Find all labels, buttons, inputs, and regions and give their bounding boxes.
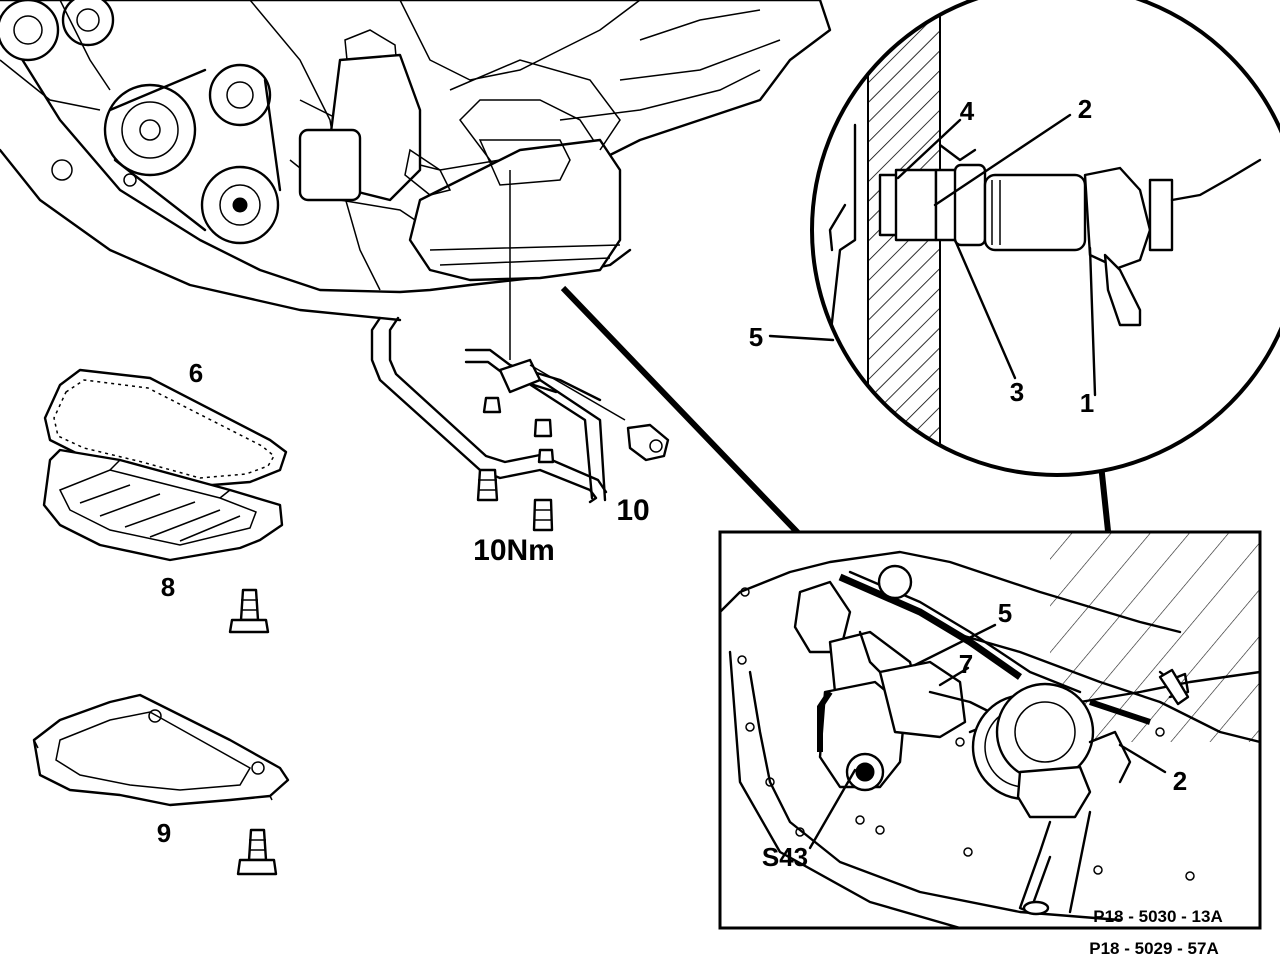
label-3: 3	[1010, 377, 1024, 407]
inset-box	[718, 530, 1262, 930]
label-9: 9	[157, 818, 171, 848]
bolts-group-10	[476, 396, 670, 532]
gasket-6	[43, 368, 288, 488]
bolt-9	[236, 828, 278, 876]
pan-9	[32, 693, 290, 807]
figure-reference: P18 - 5029 - 57A	[1089, 939, 1218, 956]
oil-pan-8	[42, 448, 284, 562]
torque-label: 10Nm	[473, 534, 555, 567]
detail-circle	[810, 0, 1280, 477]
label-7: 7	[959, 649, 973, 679]
inset-reference: P18 - 5030 - 13A	[1093, 907, 1222, 926]
tool-label-s43: S43	[762, 842, 808, 872]
label-6: 6	[189, 358, 203, 388]
label-2-inset: 2	[1173, 766, 1187, 796]
label-5: 5	[749, 322, 763, 352]
label-10: 10	[616, 494, 649, 527]
label-5-inset: 5	[998, 598, 1012, 628]
transmission-housing	[0, 0, 832, 322]
label-8: 8	[161, 572, 175, 602]
inset-pointers	[808, 623, 1167, 850]
label-2: 2	[1078, 94, 1092, 124]
label-1: 1	[1080, 388, 1094, 418]
detail-pointers	[768, 113, 1097, 397]
pulley-assembly	[0, 0, 282, 245]
bolt-8	[228, 588, 270, 634]
label-4: 4	[960, 96, 975, 126]
